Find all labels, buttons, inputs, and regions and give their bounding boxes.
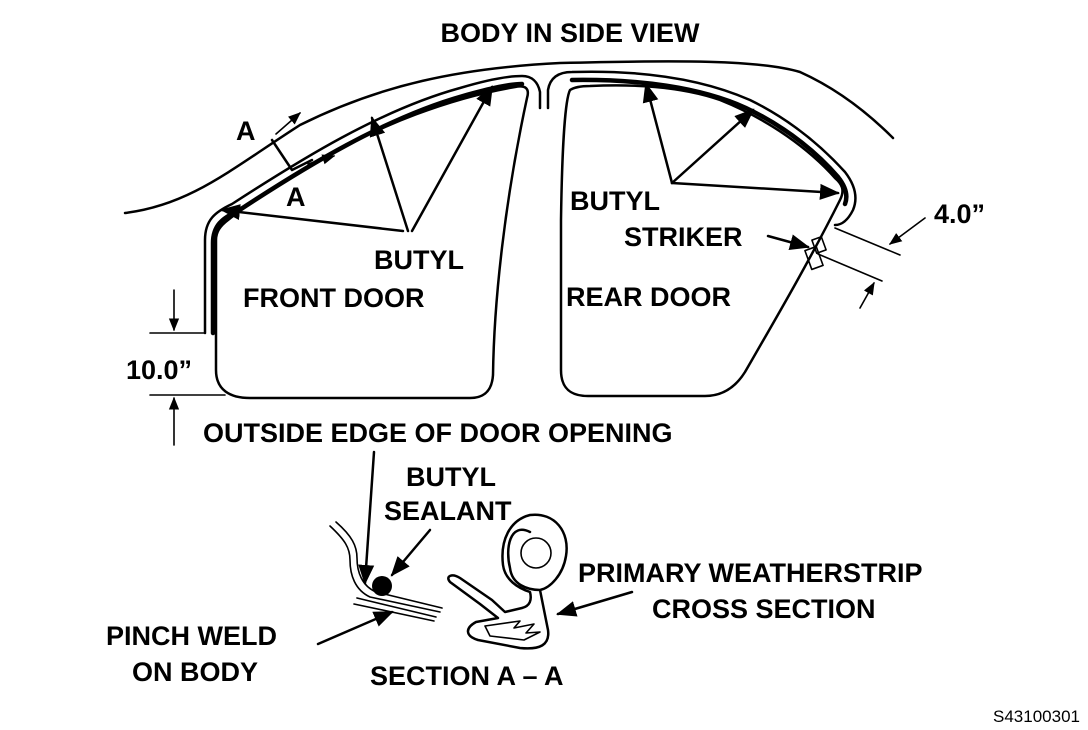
pinch-weld-label-line1: PINCH WELD (106, 621, 277, 651)
front-door-panel (214, 85, 530, 400)
dim-4-label: 4.0” (934, 199, 985, 229)
butyl-sealant-label-line1: BUTYL (406, 462, 496, 492)
primary-weatherstrip-arrow (556, 590, 634, 617)
dim-10-label: 10.0” (126, 355, 192, 385)
primary-weatherstrip-label-line1: PRIMARY WEATHERSTRIP (578, 558, 923, 588)
butyl-front-arrow-2 (369, 116, 410, 233)
section-a-a-label: SECTION A – A (370, 661, 564, 691)
butyl-front-arrow-3 (410, 85, 494, 233)
striker-icon (804, 235, 827, 271)
pinch-weld-icon (329, 521, 443, 622)
pinch-weld-label-line2: ON BODY (132, 657, 258, 687)
butyl-sealant-arrow (390, 528, 432, 577)
butyl-rear-arrow-1 (642, 82, 674, 185)
outside-edge-arrow (358, 450, 376, 585)
dim-4-arrow-top (888, 217, 926, 245)
rear-door-weatherstrip-outer (546, 70, 857, 227)
section-a-top-label: A (236, 116, 256, 146)
striker-label: STRIKER (624, 222, 743, 252)
dim-4-line-bottom (817, 253, 883, 282)
pinch-weld-arrow (316, 610, 394, 646)
butyl-rear-arrow-2 (670, 108, 755, 185)
section-a-marker (270, 112, 336, 172)
section-a-bottom-label: A (286, 182, 306, 212)
dim-4-line-top (834, 227, 901, 256)
striker-arrow (766, 234, 810, 250)
diagram-title: BODY IN SIDE VIEW (440, 18, 700, 48)
butyl-front-label: BUTYL (374, 245, 464, 275)
outside-edge-label: OUTSIDE EDGE OF DOOR OPENING (203, 418, 673, 448)
dim-4-arrow-bottom (859, 281, 875, 309)
butyl-rear-label: BUTYL (570, 186, 660, 216)
figure-id: S43100301 (993, 707, 1080, 726)
butyl-rear-arrow-3 (670, 181, 840, 200)
roof-outline (123, 60, 895, 215)
butyl-front-arrow-1 (220, 204, 405, 233)
primary-weatherstrip-label-line2: CROSS SECTION (652, 594, 876, 624)
butyl-sealant-bead (372, 576, 392, 596)
front-door-label: FRONT DOOR (243, 283, 425, 313)
rear-door-label: REAR DOOR (566, 282, 731, 312)
weatherstrip-cross-section-icon (447, 513, 568, 650)
butyl-sealant-label-line2: SEALANT (384, 496, 512, 526)
